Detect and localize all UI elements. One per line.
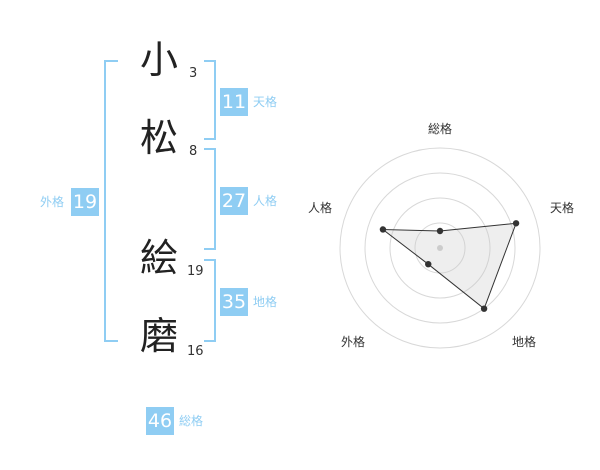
chikaku-bracket	[204, 259, 216, 342]
radar-center-point	[437, 245, 443, 251]
chikaku-label: 地格	[253, 295, 278, 309]
gaikaku-bracket	[104, 60, 118, 342]
jinkaku-label: 人格	[253, 194, 278, 208]
radar-axis-label-jinkaku: 人格	[308, 201, 333, 215]
stroke-count-1: 3	[189, 66, 198, 81]
radar-point-1	[436, 227, 444, 235]
soukaku-label: 総格	[179, 414, 204, 428]
radar-ring	[389, 197, 491, 299]
jinkaku-bracket	[204, 148, 216, 250]
tenkaku-bracket	[204, 60, 216, 140]
radar-polygon	[381, 222, 517, 310]
jinkaku-value: 27	[220, 187, 248, 215]
gaikaku-label: 外格	[40, 195, 65, 209]
radar-point-4	[425, 260, 432, 268]
radar-axis-label-chikaku: 地格	[512, 335, 537, 349]
stroke-count-2: 8	[189, 144, 198, 159]
stroke-count-4: 16	[187, 344, 204, 359]
gaikaku-value: 19	[71, 188, 99, 216]
radar-point-2	[512, 220, 520, 227]
radar-axis-label-gaikaku: 外格	[341, 335, 366, 349]
name-char-3: 絵	[139, 236, 178, 280]
radar-ring	[364, 172, 516, 324]
tenkaku-label: 天格	[253, 95, 278, 109]
radar-point-5	[379, 226, 387, 233]
name-char-4: 磨	[139, 314, 178, 358]
soukaku-value: 46	[146, 407, 174, 435]
radar-point-3	[480, 305, 488, 312]
radar-axis-label-soukaku: 総格	[428, 122, 453, 136]
chikaku-value: 35	[220, 288, 248, 316]
name-char-1: 小	[139, 38, 178, 82]
radar-ring	[339, 147, 541, 349]
tenkaku-value: 11	[220, 88, 248, 116]
stroke-count-3: 19	[187, 264, 204, 279]
radar-axis-label-tenkaku: 天格	[550, 201, 575, 215]
name-char-2: 松	[139, 116, 178, 160]
